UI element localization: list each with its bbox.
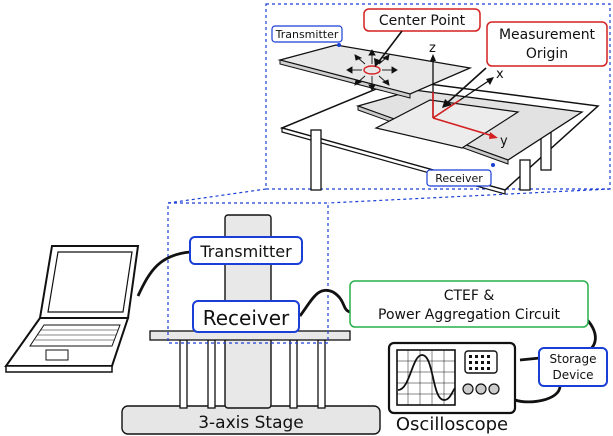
axis-x-label: x (496, 67, 504, 82)
measurement-origin-pointer-head (442, 99, 452, 108)
inset-receiver-tag: Receiver (435, 172, 483, 185)
center-point-arrows (346, 49, 398, 91)
measurement-origin-box (486, 21, 608, 67)
cable-laptop-transmitter (136, 250, 191, 297)
table-leg-2 (519, 159, 531, 191)
circuit-line1: CTEF & (444, 288, 495, 304)
table-leg-1 (310, 129, 322, 191)
center-point-marker (363, 65, 381, 75)
zoom-box (167, 202, 329, 344)
inset-panel: Center Point Measurement Origin z x y Tr… (265, 3, 611, 195)
receiver-label: Receiver (203, 306, 290, 330)
receiver-dot (491, 163, 495, 167)
transmitter-box (189, 236, 303, 265)
center-point-pointer (376, 30, 403, 65)
stage-leg-4 (317, 339, 326, 409)
oscilloscope-label: Oscilloscope (396, 414, 508, 435)
circuit-line2: Power Aggregation Circuit (378, 307, 560, 323)
axis-z-label: z (429, 41, 436, 56)
storage-line1: Storage (550, 352, 597, 366)
y-axis-line (432, 117, 494, 137)
measurement-origin-pointer (445, 67, 487, 105)
receiver-coil-plate (374, 99, 520, 149)
center-point-label-box (363, 8, 481, 32)
laptop-icon (4, 245, 140, 373)
storage-box (538, 347, 608, 387)
cable-storage-oscilloscope (514, 385, 562, 404)
center-point-pointer-head (374, 58, 382, 67)
receiver-box (192, 300, 300, 333)
center-point-label: Center Point (379, 13, 466, 29)
stage-label: 3-axis Stage (198, 413, 304, 433)
transmitter-plate-edge (279, 59, 411, 99)
axis-y-label: y (500, 134, 508, 149)
zoom-line-right (327, 188, 611, 204)
inset-receiver-tag-box (426, 169, 492, 187)
transmitter-dot (337, 43, 341, 47)
oscilloscope-icon (387, 341, 517, 415)
coordinate-axes: z x y (429, 41, 508, 149)
cable-receiver-circuit (298, 288, 351, 317)
stage-leg-1 (179, 339, 188, 409)
stage-leg-2 (207, 339, 216, 409)
measurement-origin-line1: Measurement (499, 27, 596, 43)
circuit-box (349, 280, 589, 328)
x-axis-red (432, 99, 461, 119)
measurement-origin-line2: Origin (526, 46, 568, 62)
stage-leg-3 (289, 339, 298, 409)
zoom-line-left (167, 188, 267, 204)
inset-transmitter-tag-box (271, 25, 343, 43)
transmitter-label: Transmitter (199, 242, 292, 261)
inset-transmitter-tag: Transmitter (275, 28, 339, 41)
storage-line2: Device (552, 368, 593, 382)
